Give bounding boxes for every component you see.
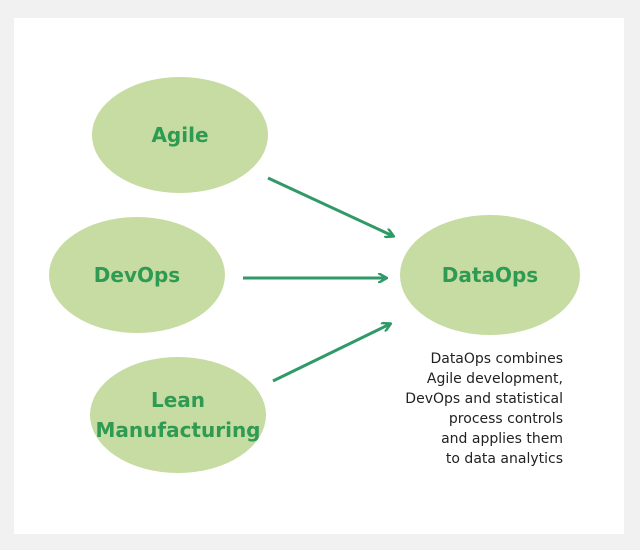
- description-line: and applies them: [441, 431, 563, 447]
- arrow-agile-to-dataops: [267, 176, 393, 236]
- description-line: to data analytics: [446, 451, 563, 467]
- node-dataops: DataOps: [400, 215, 580, 335]
- node-lean-label-1: Lean: [151, 388, 205, 412]
- dataops-description: DataOps combines Agile development, DevO…: [405, 351, 563, 467]
- node-devops-label: DevOps: [94, 263, 180, 287]
- node-lean-manufacturing: Lean Manufacturing: [90, 357, 266, 473]
- node-devops: DevOps: [49, 217, 225, 333]
- description-line: Agile development,: [427, 371, 563, 387]
- node-lean-label-2: Manufacturing: [96, 418, 261, 442]
- description-line: process controls: [449, 411, 563, 427]
- description-line: DevOps and statistical: [405, 391, 563, 407]
- arrow-lean-to-dataops: [272, 324, 390, 383]
- node-agile-label: Agile: [151, 123, 208, 147]
- node-agile: Agile: [92, 77, 268, 193]
- description-line: DataOps combines: [430, 351, 563, 367]
- node-dataops-label: DataOps: [442, 263, 538, 287]
